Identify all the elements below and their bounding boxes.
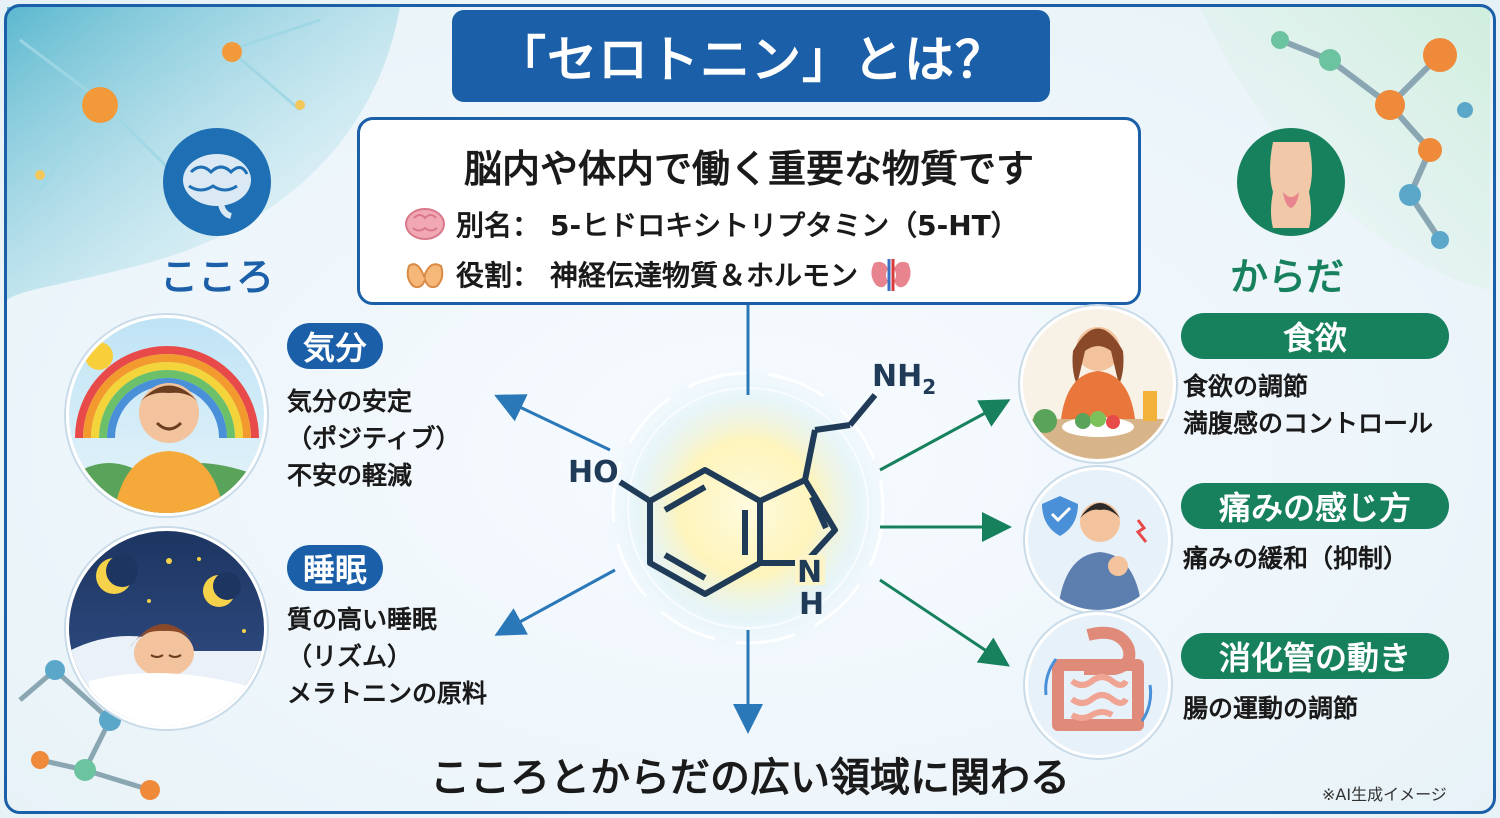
woman-eating-salad-image — [1020, 306, 1176, 462]
pain-tag: 痛みの感じ方 — [1181, 483, 1449, 529]
pain-description: 痛みの緩和（抑制） — [1183, 540, 1408, 577]
brain-icon — [183, 154, 251, 219]
center-glow — [598, 358, 898, 658]
role-row: 役割： 神経伝達物質＆ホルモン — [404, 254, 914, 294]
arrow-to-digestion — [879, 578, 1010, 667]
digestion-tag: 消化管の動き — [1181, 633, 1449, 679]
desc-line: 腸の運動の調節 — [1183, 694, 1359, 723]
mood-tag: 気分 — [287, 323, 383, 369]
karada-badge — [1237, 128, 1345, 236]
kokoro-badge — [163, 128, 271, 236]
ho-label: HO — [568, 455, 619, 490]
thyroid-icon — [406, 263, 444, 289]
man-pain-shield-image — [1025, 467, 1171, 613]
smiling-man-rainbow-image — [66, 315, 267, 516]
neuron-cell — [222, 42, 242, 62]
serotonin-structure — [618, 393, 878, 597]
desc-line: （リズム） — [287, 642, 413, 671]
appetite-description: 食欲の調節 満腹感のコントロール — [1183, 368, 1433, 442]
torso-icon — [1270, 142, 1312, 228]
desc-line: 食欲の調節 — [1183, 372, 1309, 401]
desc-line: 不安の軽減 — [287, 461, 413, 490]
appetite-tag: 食欲 — [1181, 313, 1449, 359]
arrow-to-sleep — [494, 568, 616, 636]
definition-box: 脳内や体内で働く重要な物質です 別名： 5-ヒドロキシトリプタミン（5-HT） … — [357, 117, 1141, 305]
neuron-cell — [82, 87, 118, 123]
sleeping-woman-moon-image — [66, 528, 267, 729]
summary-text: こころとからだの広い領域に関わる — [430, 755, 1070, 801]
digestion-description: 腸の運動の調節 — [1183, 690, 1358, 727]
sleep-tag: 睡眠 — [287, 545, 383, 591]
alias-row: 別名： 5-ヒドロキシトリプタミン（5-HT） — [404, 204, 1019, 244]
karada-label: からだ — [1230, 255, 1345, 299]
arrow-to-appetite — [879, 399, 1011, 472]
alias-label: 別名： — [456, 209, 541, 242]
sleep-description: 質の高い睡眠 （リズム） メラトニンの原料 — [287, 601, 487, 712]
page-title: 「セロトニン」とは？ — [452, 10, 1050, 102]
kidney-icon — [871, 259, 911, 291]
desc-line: 気分の安定 — [287, 387, 413, 416]
n-label: N — [797, 555, 822, 590]
role-value: 神経伝達物質＆ホルモン — [550, 259, 859, 292]
desc-line: 満腹感のコントロール — [1183, 409, 1434, 438]
alias-value: 5-ヒドロキシトリプタミン（5-HT） — [550, 209, 1019, 242]
desc-line: （ポジティブ） — [287, 424, 461, 453]
arrow-to-mood — [494, 394, 611, 452]
intestines-image — [1025, 612, 1171, 758]
desc-line: 質の高い睡眠 — [287, 605, 438, 634]
desc-line: メラトニンの原料 — [287, 679, 488, 708]
kokoro-label: こころ — [160, 255, 275, 299]
desc-line: 痛みの緩和（抑制） — [1183, 544, 1409, 573]
h-label: H — [799, 587, 824, 622]
ai-generated-note: ※AI生成イメージ — [1322, 785, 1447, 804]
role-label: 役割： — [456, 259, 541, 292]
brain-icon — [405, 208, 445, 240]
mood-description: 気分の安定 （ポジティブ） 不安の軽減 — [287, 383, 461, 494]
nh2-label: NH2 — [872, 359, 936, 399]
definition-heading: 脳内や体内で働く重要な物質です — [463, 147, 1034, 191]
